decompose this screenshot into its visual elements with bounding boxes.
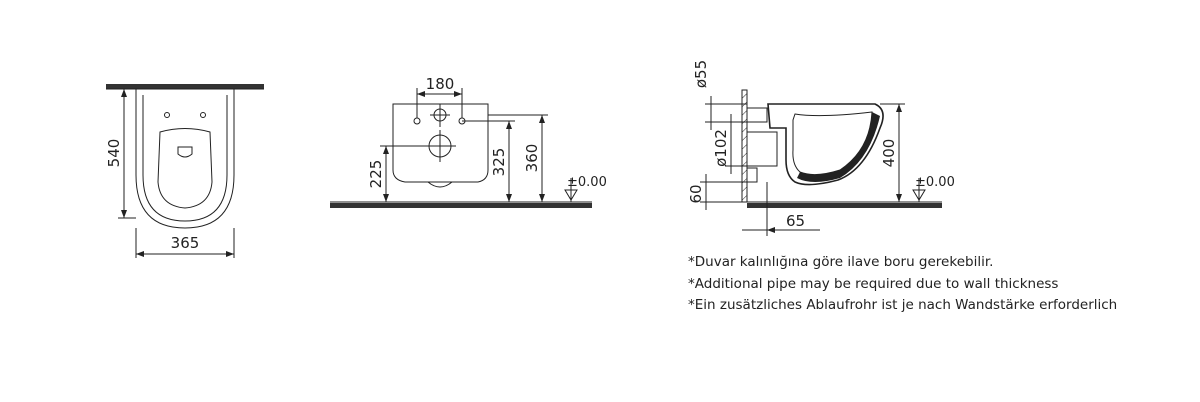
fixing-hole bbox=[164, 112, 170, 118]
side-floor-line bbox=[747, 203, 942, 208]
side-dim-60: 60 bbox=[687, 184, 705, 203]
front-seat-outline bbox=[157, 128, 213, 209]
side-dim-65: 65 bbox=[786, 212, 805, 230]
side-bowl-outline bbox=[767, 103, 884, 186]
fixing-hole bbox=[200, 112, 206, 118]
side-dim-400: 400 bbox=[880, 139, 898, 168]
rear-floor-line bbox=[330, 203, 592, 208]
rear-floor-level: ±0.00 bbox=[567, 175, 607, 190]
note-german: *Ein zusätzliches Ablaufrohr ist je nach… bbox=[688, 297, 1118, 313]
rear-body-outline bbox=[392, 103, 489, 183]
rear-view: 180 225 325 360 ±0.00 bbox=[330, 75, 607, 208]
front-height-dim: 540 bbox=[105, 139, 123, 168]
note-english: *Additional pipe may be required due to … bbox=[688, 275, 1059, 292]
rear-spacing-dim: 180 bbox=[426, 75, 455, 93]
side-floor-level: ±0.00 bbox=[915, 175, 955, 190]
rear-dim-325: 325 bbox=[490, 148, 508, 177]
front-bowl-outline bbox=[135, 89, 235, 229]
side-dim-pipe-55: ø55 bbox=[692, 60, 710, 88]
front-width-dim: 365 bbox=[171, 234, 200, 252]
front-view: 540 365 bbox=[105, 84, 264, 258]
bolt-hole bbox=[413, 117, 421, 125]
side-view: ø55 ø102 60 65 400 ±0.00 bbox=[687, 60, 955, 236]
side-wall-line bbox=[741, 89, 748, 203]
installation-notes: *Duvar kalınlığına göre ilave boru gerek… bbox=[688, 252, 1198, 317]
front-wall-line bbox=[106, 84, 264, 89]
rear-dim-360: 360 bbox=[523, 144, 541, 173]
rear-dim-225: 225 bbox=[367, 160, 385, 189]
side-dim-pipe-102: ø102 bbox=[712, 129, 730, 167]
note-turkish: *Duvar kalınlığına göre ilave boru gerek… bbox=[688, 254, 994, 270]
